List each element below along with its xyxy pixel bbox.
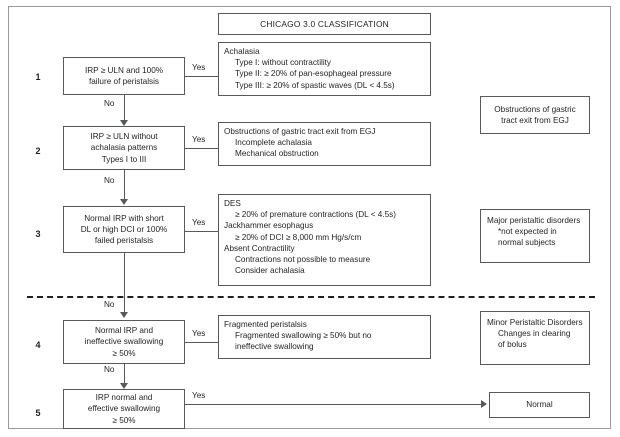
criteria-line: Types I to III (101, 154, 147, 164)
no-arrow-1 (120, 120, 128, 126)
criteria-line: failed peristalsis (94, 236, 154, 246)
row-number-2: 2 (35, 146, 41, 156)
no-label-1: No (104, 99, 115, 108)
group-line: Obstructions of gastric (494, 104, 576, 114)
page-title: CHICAGO 3.0 CLASSIFICATION (260, 19, 389, 29)
group-line: Disorders (547, 318, 583, 327)
criteria-line: IRP ≥ ULN and 100% (84, 65, 164, 75)
criteria-line: ≥ 50% (112, 415, 136, 425)
no-arrow-3 (120, 312, 128, 318)
row-number-5: 5 (35, 408, 41, 418)
diagram-frame (8, 6, 611, 429)
outcome-line: ≥ 20% of DCI ≥ 8,000 mm Hg/s/cm (235, 232, 362, 242)
criteria-line: IRP normal and (95, 393, 153, 403)
outcome-line: Incomplete achalasia (235, 138, 312, 148)
no-connector-3 (124, 253, 125, 315)
final-outcome-box: Normal (489, 392, 590, 418)
criteria-box-1: IRP ≥ ULN and 100% failure of peristalsi… (63, 57, 185, 95)
group-line: Major peristaltic (487, 216, 545, 225)
outcome-box-2: Obstructions of gastric tract exit from … (218, 122, 431, 166)
yes-label-2: Yes (192, 135, 206, 144)
group-line: of bolus (498, 340, 527, 350)
row-number-1: 1 (35, 72, 41, 82)
group-line: tract exit from EGJ (501, 116, 569, 125)
row-number-3: 3 (35, 229, 41, 239)
yes-connector-5 (185, 404, 483, 405)
outcome-line: Achalasia (224, 47, 260, 56)
group-box-minor-peristaltic: Minor Peristaltic Disorders Changes in c… (480, 311, 590, 365)
group-line: Changes in clearing (498, 329, 571, 339)
outcome-box-1: Achalasia Type I: without contractility … (218, 42, 431, 96)
group-box-obstructions: Obstructions of gastric tract exit from … (480, 96, 590, 134)
criteria-line: achalasia patterns (90, 143, 158, 153)
no-connector-2 (124, 170, 125, 202)
criteria-box-2: IRP ≥ ULN without achalasia patterns Typ… (63, 126, 185, 170)
no-connector-1 (124, 95, 125, 123)
no-label-2: No (104, 176, 115, 185)
yes-label-5: Yes (192, 391, 206, 400)
yes-connector-4 (185, 342, 228, 343)
no-label-3: No (104, 300, 115, 309)
no-arrow-4 (120, 383, 128, 389)
final-outcome-label: Normal (526, 400, 553, 410)
outcome-line: ineffective swallowing (235, 342, 314, 352)
criteria-line: failure of peristalsis (88, 77, 160, 86)
criteria-line: DL or high DCI or 100% (80, 224, 168, 234)
outcome-line: DES (224, 199, 241, 208)
yes-label-1: Yes (192, 63, 206, 72)
criteria-line: effective swallowing (87, 404, 161, 414)
yes-label-3: Yes (192, 218, 206, 227)
section-divider (27, 296, 595, 298)
criteria-line: IRP ≥ ULN without (90, 132, 158, 142)
yes-connector-2 (185, 148, 228, 149)
yes-connector-3 (185, 231, 228, 232)
outcome-line: Type III: ≥ 20% of spastic waves (DL < 4… (235, 80, 395, 90)
criteria-box-5: IRP normal and effective swallowing ≥ 50… (63, 389, 185, 429)
row-number-4: 4 (35, 340, 41, 350)
criteria-line: ≥ 50% (112, 348, 136, 358)
outcome-line: ≥ 20% of premature contractions (DL < 4.… (235, 210, 396, 220)
outcome-line: Contractions not possible to measure (235, 255, 371, 265)
criteria-line: Normal IRP with short (84, 213, 164, 223)
yes-connector-1 (185, 76, 228, 77)
outcome-line: Absent Contractility (224, 243, 295, 253)
group-line: disorders (546, 216, 581, 225)
outcome-box-4: Fragmented peristalsis Fragmented swallo… (218, 315, 431, 359)
outcome-line: Fragmented swallowing ≥ 50% but no (235, 331, 372, 341)
group-box-major-peristaltic: Major peristaltic disorders *not expecte… (480, 209, 590, 263)
group-line: normal subjects (498, 238, 556, 248)
group-line: Minor Peristaltic (487, 318, 546, 327)
outcome-line: Obstructions of gastric tract exit from … (224, 127, 376, 136)
no-connector-4 (124, 364, 125, 386)
group-line: *not expected in (498, 227, 557, 237)
outcome-line: Type I: without contractility (235, 58, 332, 68)
outcome-line: Type II: ≥ 20% of pan-esophageal pressur… (235, 69, 392, 79)
classification-title-box: CHICAGO 3.0 CLASSIFICATION (218, 13, 431, 35)
outcome-line: Jackhammer esophagus (224, 221, 314, 231)
criteria-box-4: Normal IRP and ineffective swallowing ≥ … (63, 320, 185, 364)
criteria-line: Normal IRP and (94, 326, 154, 336)
outcome-line: Fragmented peristalsis (224, 320, 307, 329)
outcome-line: Consider achalasia (235, 266, 305, 276)
no-arrow-2 (120, 199, 128, 205)
outcome-box-3: DES ≥ 20% of premature contractions (DL … (218, 194, 431, 286)
no-label-4: No (104, 365, 115, 374)
criteria-box-3: Normal IRP with short DL or high DCI or … (63, 206, 185, 253)
yes-arrow-5 (481, 400, 487, 408)
outcome-line: Mechanical obstruction (235, 149, 319, 159)
criteria-line: ineffective swallowing (84, 337, 164, 347)
yes-label-4: Yes (192, 329, 206, 338)
